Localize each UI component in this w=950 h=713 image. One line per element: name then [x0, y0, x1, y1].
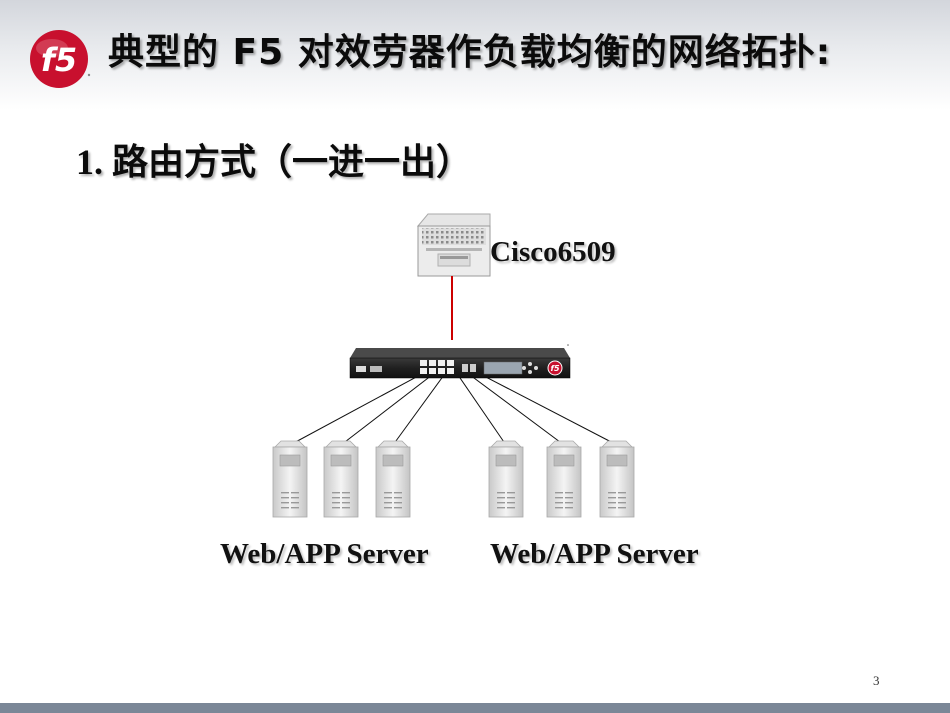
server-group-right	[488, 440, 635, 518]
tower-server	[546, 440, 582, 518]
tower-server	[488, 440, 524, 518]
load-balancer-badge: f5	[550, 364, 559, 373]
f5-load-balancer: f5	[349, 344, 571, 379]
server-group-left	[272, 440, 411, 518]
router-label: Cisco6509	[490, 236, 616, 268]
tower-server	[272, 440, 308, 518]
server-group-label-left: Web/APP Server	[220, 538, 429, 570]
server-links	[289, 374, 618, 446]
page-title: 典型的 F5 对效劳器作负载均衡的网络拓扑:	[108, 32, 832, 73]
server-group-label-right: Web/APP Server	[490, 538, 699, 570]
router-chassis	[416, 213, 491, 277]
section-number: 1.	[76, 142, 103, 182]
logo-text: f5	[41, 41, 77, 79]
tower-server	[375, 440, 411, 518]
section-heading: 1. 路由方式（一进一出）	[76, 140, 472, 185]
footer-bar	[0, 703, 950, 713]
f5-logo: f5	[30, 30, 91, 88]
tower-server	[323, 440, 359, 518]
section-text: 路由方式（一进一出）	[112, 142, 473, 183]
tower-server	[599, 440, 635, 518]
header-band	[0, 0, 950, 110]
page-number: 3	[873, 673, 880, 688]
